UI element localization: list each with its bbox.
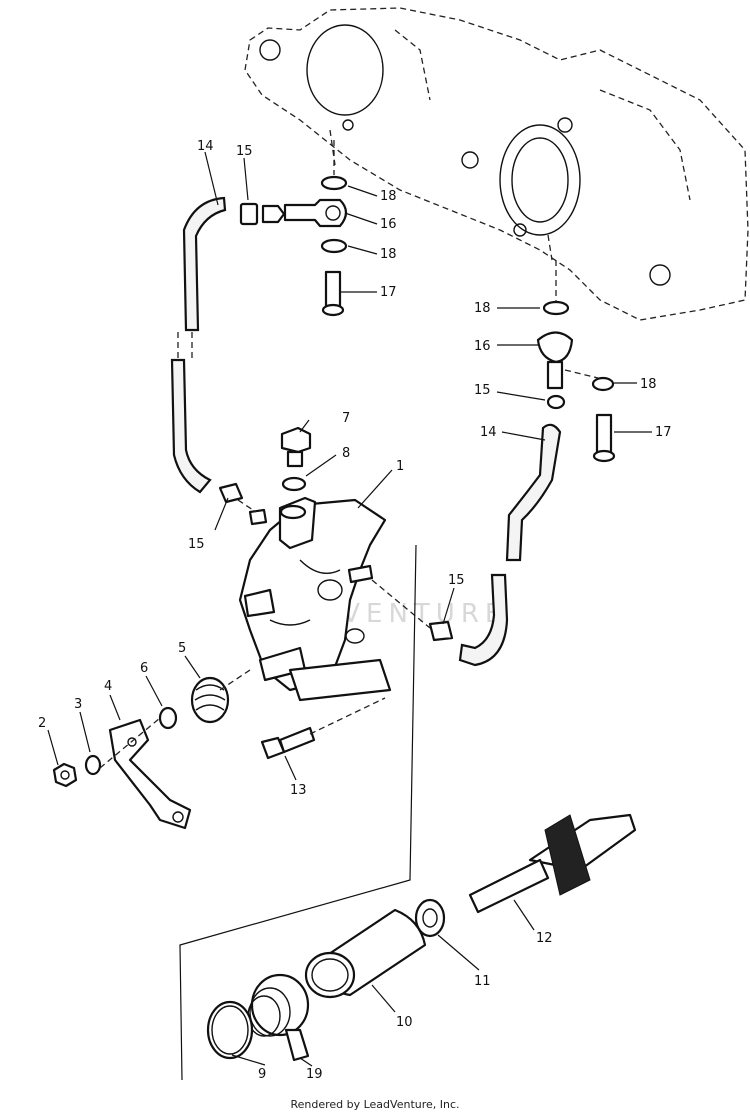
callout-15: 15 xyxy=(236,144,253,159)
callout-12: 12 xyxy=(536,931,553,946)
hose-clamp-top xyxy=(239,202,286,226)
engine-case xyxy=(244,7,749,321)
callout-18: 18 xyxy=(380,247,397,262)
detail-leader-lines xyxy=(179,544,417,1081)
banjo-fitting-top xyxy=(283,140,348,317)
callout-numbers: 14 15 18 16 18 17 18 16 18 15 17 14 7 8 … xyxy=(38,139,672,1082)
callout-10: 10 xyxy=(396,1015,413,1030)
callout-16: 16 xyxy=(380,217,397,232)
callout-7: 7 xyxy=(342,411,350,426)
callout-6: 6 xyxy=(140,661,148,676)
footer-credit: Rendered by LeadVenture, Inc. xyxy=(290,1098,460,1111)
bolt-and-washer xyxy=(280,426,312,492)
bolt-13 xyxy=(260,697,386,760)
spring-19 xyxy=(247,973,310,1062)
callout-15: 15 xyxy=(448,573,465,588)
banjo-fitting-right xyxy=(536,260,616,463)
callout-18: 18 xyxy=(380,189,397,204)
callout-5: 5 xyxy=(178,641,186,656)
callout-2: 2 xyxy=(38,716,46,731)
callout-13: 13 xyxy=(290,783,307,798)
lever-assembly xyxy=(52,669,251,830)
hose-right xyxy=(458,423,562,667)
callout-15: 15 xyxy=(474,383,491,398)
washer-11 xyxy=(414,898,446,938)
hose-clamps-pump xyxy=(218,482,454,642)
sleeve-10 xyxy=(304,908,427,999)
drive-shaft-gear xyxy=(468,813,637,914)
hose-upper-left xyxy=(170,196,227,494)
oil-pump-body xyxy=(238,496,392,702)
callout-17: 17 xyxy=(655,425,672,440)
callout-16: 16 xyxy=(474,339,491,354)
callout-1: 1 xyxy=(396,459,404,474)
callout-19: 19 xyxy=(306,1067,323,1082)
callout-8: 8 xyxy=(342,446,350,461)
o-ring-9 xyxy=(206,1000,254,1060)
callout-11: 11 xyxy=(474,974,491,989)
callout-17: 17 xyxy=(380,285,397,300)
callout-9: 9 xyxy=(258,1067,266,1082)
callout-18: 18 xyxy=(640,377,657,392)
callout-14: 14 xyxy=(197,139,214,154)
callout-4: 4 xyxy=(104,679,112,694)
callout-3: 3 xyxy=(74,697,82,712)
callout-leaders xyxy=(47,151,652,1067)
callout-15: 15 xyxy=(188,537,205,552)
callout-18: 18 xyxy=(474,301,491,316)
callout-14: 14 xyxy=(480,425,497,440)
